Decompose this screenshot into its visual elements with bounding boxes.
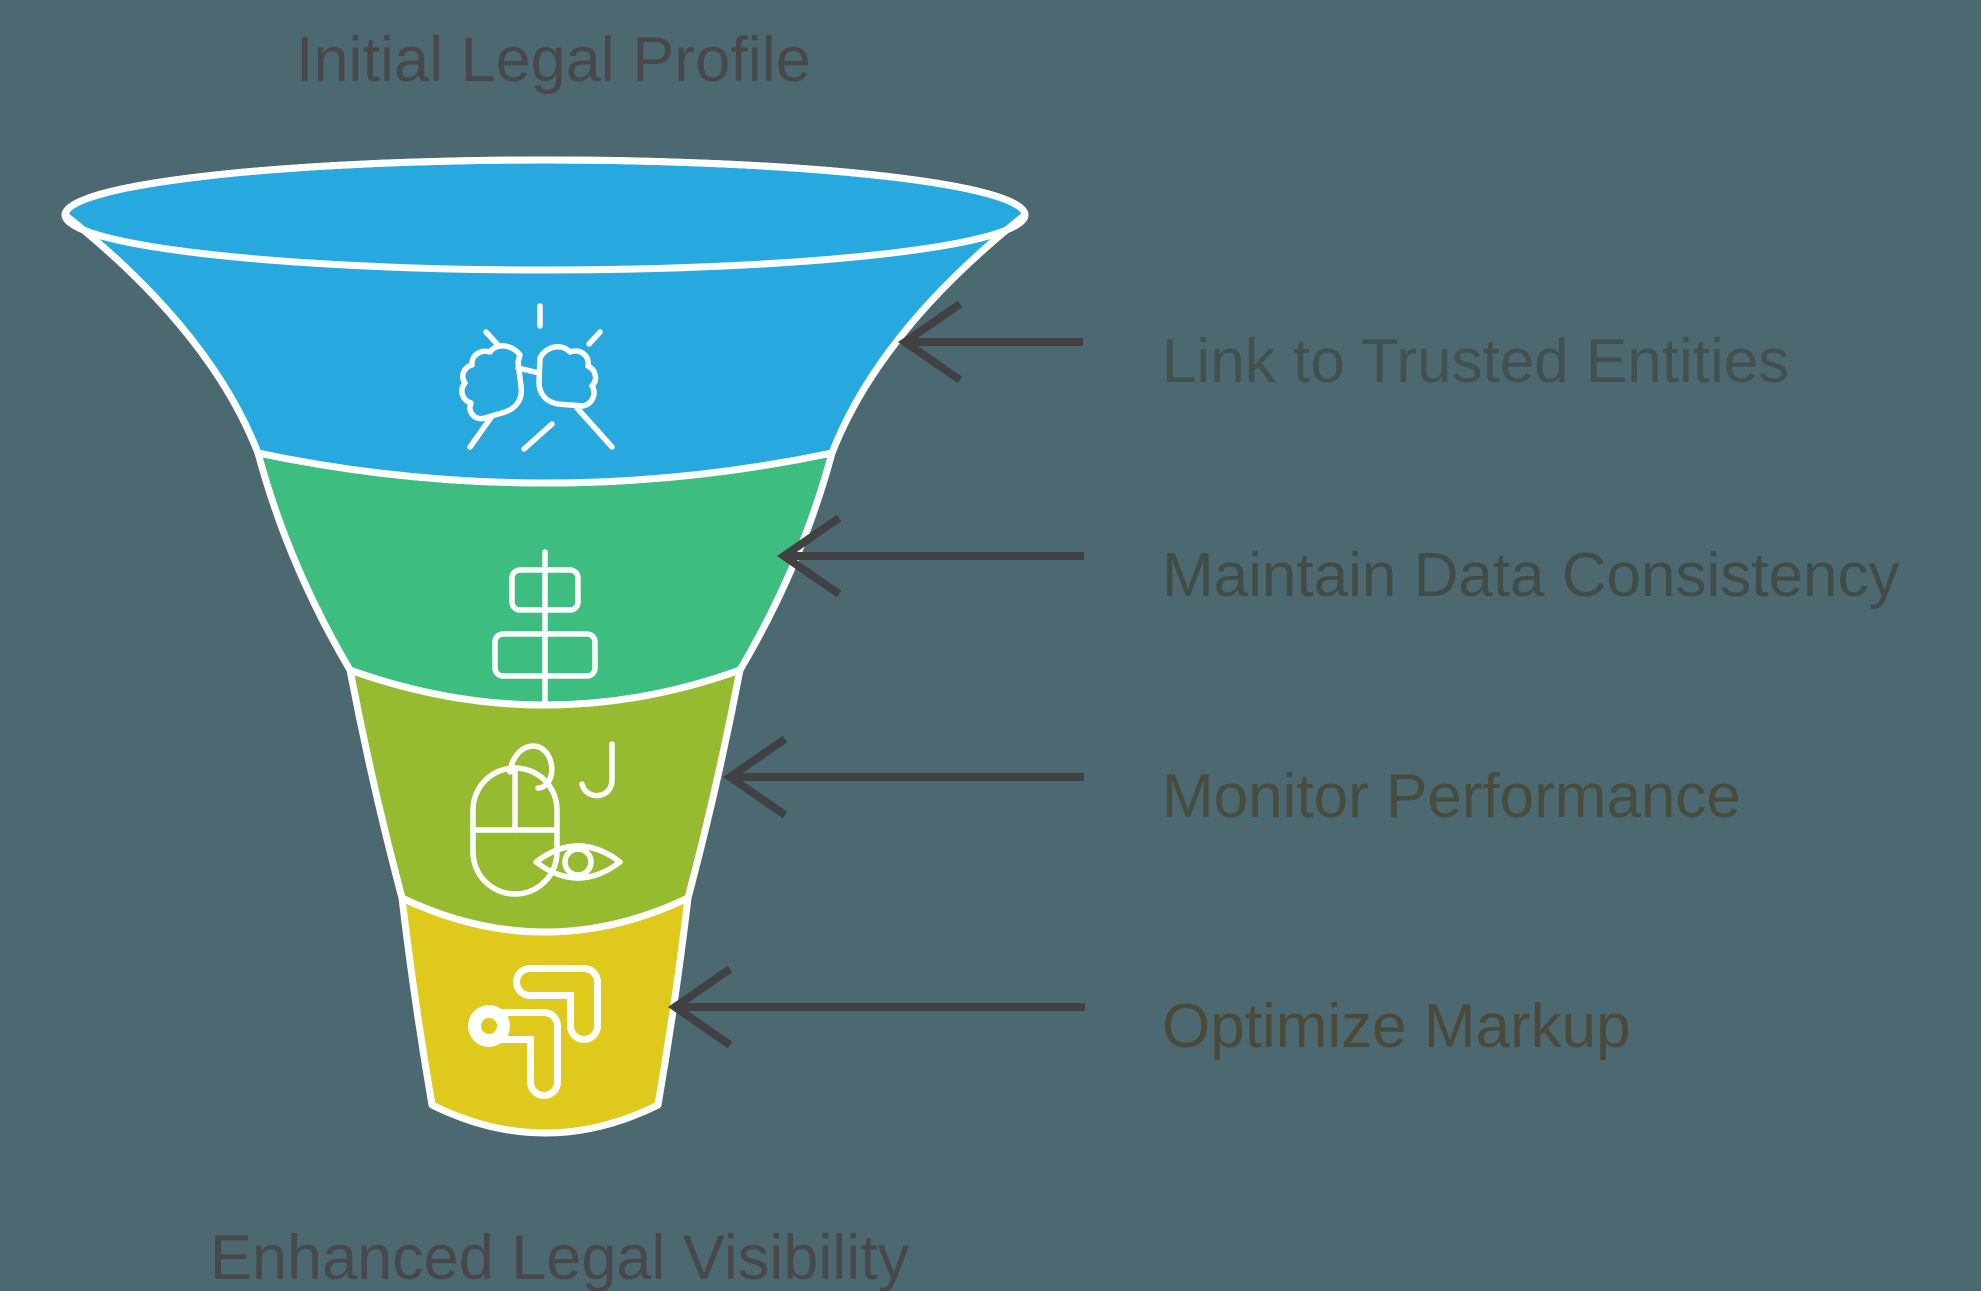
funnel-bottom-caption: Enhanced Legal Visibility — [210, 1223, 910, 1291]
stage-2-label: Maintain Data Consistency — [1162, 541, 1900, 610]
stage-4-label: Optimize Markup — [1162, 992, 1631, 1061]
funnel-top-caption: Initial Legal Profile — [296, 25, 811, 95]
funnel-rim-ellipse — [61, 156, 1029, 274]
funnel-stage-1-shape — [61, 156, 1029, 487]
stage-1-label: Link to Trusted Entities — [1162, 327, 1790, 396]
arrow-connector-4 — [667, 965, 1085, 1049]
stage-3-label: Monitor Performance — [1162, 762, 1741, 831]
arrow-connector-3 — [722, 735, 1084, 819]
funnel-stage-3-shape — [346, 666, 744, 936]
arrow-connector-2 — [776, 514, 1084, 598]
fist-bump-icon — [459, 303, 615, 452]
optimize-arrow-icon — [468, 965, 601, 1099]
arrow-connector-1 — [897, 300, 1083, 384]
mouse-monitor-icon — [470, 741, 623, 897]
align-center-icon — [492, 549, 598, 705]
